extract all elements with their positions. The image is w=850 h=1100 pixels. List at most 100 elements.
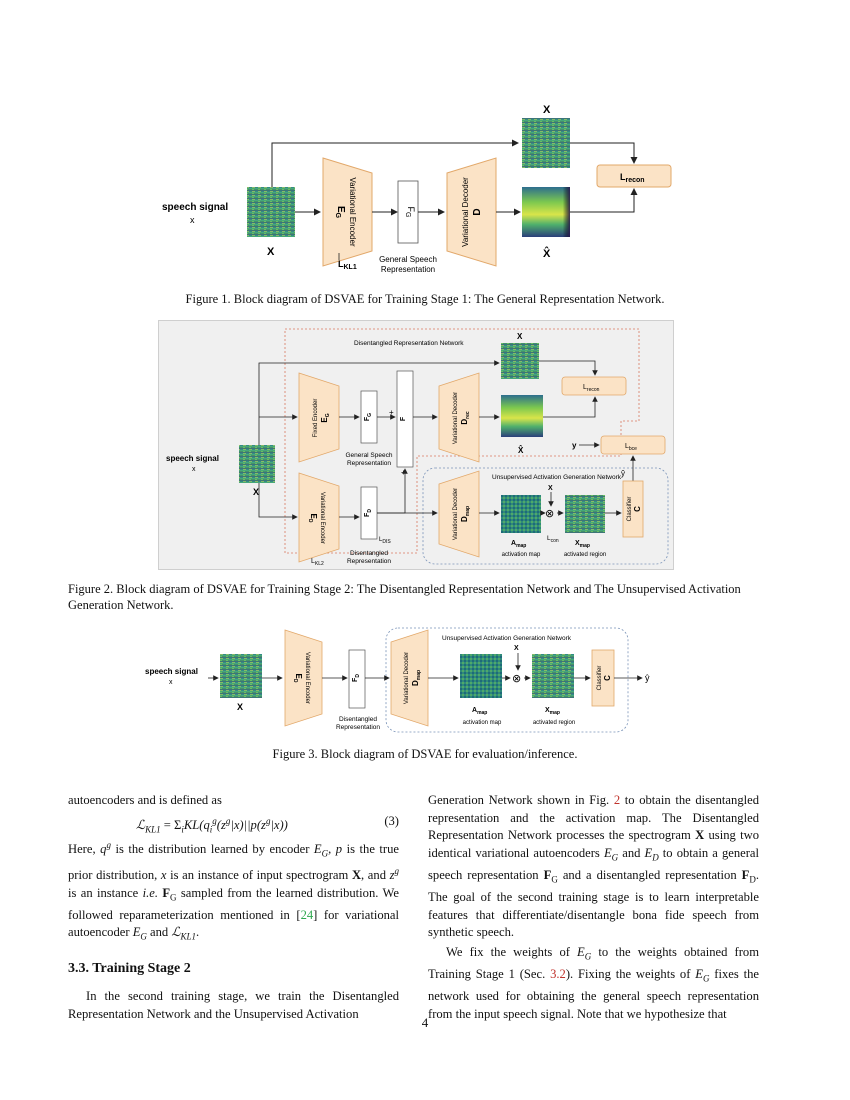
left-column: autoencoders and is defined as ℒKL1 = Σi…	[68, 792, 399, 1023]
input-spectrogram	[239, 445, 275, 483]
FD-label: FD	[364, 509, 373, 517]
L-dis-label: LDIS	[379, 537, 391, 545]
equation-number: (3)	[384, 813, 399, 828]
Drec-symbol: Drec	[460, 411, 471, 425]
dis-repr-label-1: Disentangled	[339, 716, 377, 723]
activation-map	[501, 495, 541, 533]
figure-1-diagram: speech signal x X Variational Encoder EG…	[162, 104, 672, 274]
fig-2-link[interactable]: 2	[613, 793, 621, 807]
Dmap-symbol: Dmap	[411, 670, 422, 686]
dis-repr-label-2: Representation	[347, 558, 391, 565]
X-mult-label: X	[514, 645, 519, 652]
left-intro: autoencoders and is defined as	[68, 793, 222, 807]
speech-signal-label: speech signal	[166, 454, 219, 463]
decoder-map-label: Variational Decoder	[453, 488, 459, 540]
encoder-label: Variational Encoder	[348, 177, 357, 247]
drn-title: Disentangled Representation Network	[354, 340, 464, 347]
decoder-label: Variational Decoder	[461, 177, 470, 247]
EG-symbol: EG	[320, 413, 331, 422]
paragraph-1: Here, qg is the distribution learned by …	[68, 839, 400, 942]
X-map-desc: activated region	[564, 552, 606, 558]
sec-3-2-link[interactable]: 3.2	[550, 966, 566, 981]
L-KL2-label: LKL2	[311, 558, 324, 567]
paragraph-2: In the second training stage, we train t…	[68, 989, 399, 1021]
A-map-desc: activation map	[463, 720, 502, 726]
section-title: 3.3. Training Stage 2	[68, 961, 191, 977]
ref-24-link[interactable]: 24	[300, 907, 314, 922]
X-hat-label: X̂	[518, 446, 524, 455]
figure-3-diagram: Unsupervised Activation Generation Netwo…	[145, 627, 650, 733]
ED-symbol: ED	[307, 514, 318, 523]
figure-1: speech signal x X Variational Encoder EG…	[150, 95, 710, 280]
fixed-encoder-block	[298, 372, 340, 463]
decoder-symbol: D	[472, 208, 483, 215]
dis-repr-label-1: Disentangled	[350, 550, 388, 557]
X-map-desc: activated region	[533, 720, 575, 726]
dis-repr-label-2: Representation	[336, 724, 380, 731]
reconstructed-spectrogram	[501, 395, 543, 437]
drn-region	[284, 328, 640, 554]
plus-top: +	[389, 408, 394, 417]
var-encoder-label: Variational Encoder	[319, 492, 325, 544]
uagn-title: Unsupervised Activation Generation Netwo…	[442, 635, 572, 642]
C-symbol: C	[633, 506, 642, 512]
classifier-label: Classifier	[597, 666, 603, 691]
L-bce-box	[600, 435, 666, 455]
classifier-block	[622, 480, 644, 538]
y-hat-label: ŷ	[645, 673, 650, 683]
speech-signal-x: x	[190, 215, 195, 225]
variational-decoder-block	[446, 157, 497, 267]
ED-symbol: ED	[292, 674, 303, 683]
F-concat-label: F	[400, 416, 407, 421]
input-X-label: X	[237, 702, 243, 712]
FG-label: FG	[364, 413, 373, 421]
figure-2-caption: Figure 2. Block diagram of DSVAE for Tra…	[68, 582, 741, 612]
figure-1-caption: Figure 1. Block diagram of DSVAE for Tra…	[185, 292, 665, 306]
uagn-title: Unsupervised Activation Generation Netwo…	[492, 474, 622, 481]
L-recon-box	[596, 164, 672, 188]
input-spectrogram	[247, 187, 295, 237]
equation-3: ℒKL1 = ΣiKL(qig(zg|x)||p(zg|x)) (3)	[136, 813, 399, 835]
right-paragraph-2: We fix the weights of EG to the weights …	[428, 944, 759, 1021]
activated-region	[565, 495, 605, 533]
decoder-rec-label: Variational Decoder	[453, 392, 459, 444]
A-map-label: Amap	[472, 707, 487, 716]
y-label: y	[572, 441, 577, 450]
var-encoder-label: Variational Encoder	[304, 652, 310, 704]
figure-3: Unsupervised Activation Generation Netwo…	[142, 626, 682, 736]
figure-2: Disentangled Representation Network Unsu…	[158, 320, 674, 570]
uagn-region	[422, 467, 669, 565]
speech-signal-x: x	[169, 679, 173, 686]
speech-signal-label: speech signal	[145, 667, 198, 676]
general-repr-label-2: Representation	[381, 265, 435, 274]
general-repr-label-1: General Speech	[379, 255, 437, 264]
decoder-map-block	[390, 629, 429, 727]
A-map-desc: activation map	[502, 552, 541, 558]
X-mult-label: X	[548, 485, 553, 492]
activated-region	[532, 654, 574, 698]
input-spectrogram	[220, 654, 262, 698]
A-map-label: Amap	[511, 540, 526, 549]
speech-signal-label: speech signal	[162, 202, 228, 213]
fixed-encoder-label: Fixed Encoder	[313, 399, 319, 438]
figure-2-diagram: Disentangled Representation Network Unsu…	[166, 328, 669, 567]
FD-box	[348, 649, 366, 709]
otimes-symbol: ⊗	[545, 508, 554, 520]
F-concat-box	[396, 370, 414, 468]
variational-encoder-block	[322, 157, 373, 267]
general-repr-label-1: General Speech	[346, 452, 393, 459]
L-bce-label: Lbce	[625, 443, 637, 452]
disentangled-encoder-block	[298, 472, 340, 563]
activation-map	[460, 654, 502, 698]
decoder-map-label: Variational Decoder	[404, 652, 410, 704]
disentangled-encoder-block	[284, 629, 323, 727]
general-repr-label-2: Representation	[347, 460, 391, 467]
L-recon-label: Lrecon	[620, 172, 645, 184]
target-spectrogram	[522, 118, 570, 168]
L-recon-label: Lrecon	[583, 384, 600, 393]
L-KL1-label: LKL1	[338, 259, 357, 271]
decoder-rec-block	[438, 372, 480, 463]
C-symbol: C	[603, 675, 612, 681]
X-hat-label: X̂	[543, 247, 551, 260]
otimes-symbol: ⊗	[512, 673, 521, 685]
